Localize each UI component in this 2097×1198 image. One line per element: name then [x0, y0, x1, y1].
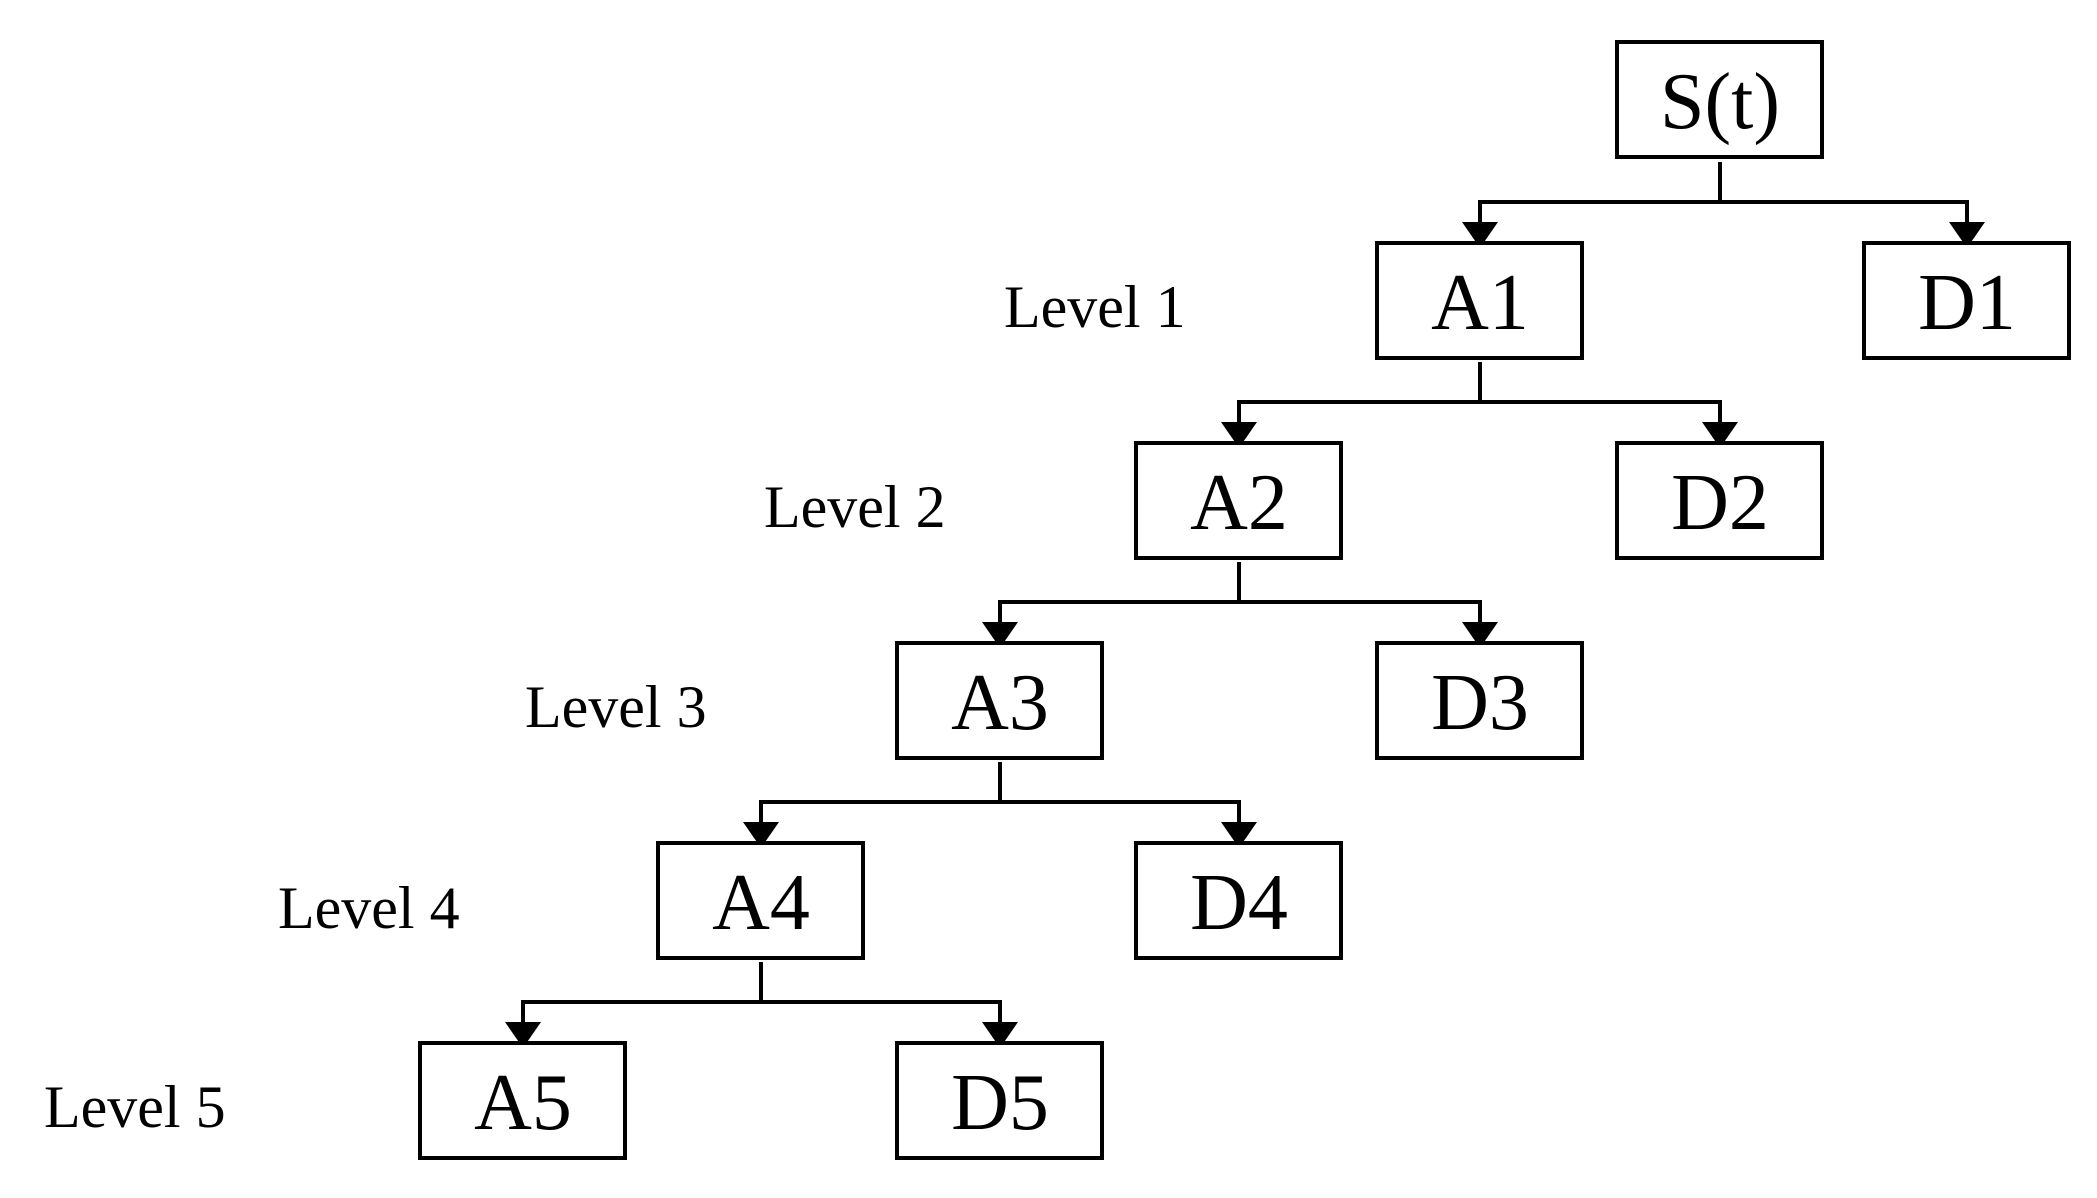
connector-a2	[998, 562, 1482, 632]
level-4: Level 4 A4 D4	[278, 841, 1343, 960]
level-2: Level 2 A2 D2	[764, 441, 1824, 560]
level-label: Level 4	[278, 875, 460, 941]
level-label: Level 5	[44, 1074, 226, 1140]
approx-label: A5	[474, 1059, 572, 1147]
level-label: Level 1	[1004, 274, 1186, 340]
level-1: Level 1 A1 D1	[1004, 241, 2071, 360]
arrowheads	[505, 222, 1985, 1048]
arrowhead-a4	[743, 822, 779, 848]
connector-a4	[521, 962, 1002, 1032]
arrowhead-a5	[505, 1022, 541, 1048]
arrowhead-a1	[1462, 222, 1498, 248]
arrowhead-d5	[982, 1022, 1018, 1048]
approx-label: A4	[712, 859, 810, 947]
approx-label: A3	[951, 659, 1049, 747]
detail-label: D5	[951, 1059, 1049, 1147]
detail-box	[1615, 441, 1824, 560]
arrowhead-d2	[1702, 422, 1738, 448]
root-label: S(t)	[1660, 58, 1780, 146]
arrowhead-d3	[1462, 622, 1498, 648]
arrowhead-d4	[1221, 822, 1257, 848]
detail-label: D1	[1918, 259, 2016, 347]
detail-box	[1862, 241, 2071, 360]
connector-a3	[759, 762, 1241, 832]
detail-label: D4	[1190, 859, 1288, 947]
approx-box	[418, 1041, 627, 1160]
detail-label: D2	[1671, 459, 1769, 547]
connector-root	[1478, 162, 1969, 232]
level-label: Level 3	[525, 674, 707, 740]
arrowhead-d1	[1949, 222, 1985, 248]
detail-box	[895, 1041, 1104, 1160]
detail-label: D3	[1431, 659, 1529, 747]
approx-label: A1	[1431, 259, 1529, 347]
level-label: Level 2	[764, 474, 946, 540]
detail-box	[1375, 641, 1584, 760]
root-node: S(t)	[1615, 40, 1824, 159]
approx-box	[895, 641, 1104, 760]
level-3: Level 3 A3 D3	[525, 641, 1584, 760]
approx-box	[1134, 441, 1343, 560]
approx-box	[656, 841, 865, 960]
arrowhead-a2	[1221, 422, 1257, 448]
connector-a1	[1237, 362, 1722, 432]
arrowhead-a3	[982, 622, 1018, 648]
approx-box	[1375, 241, 1584, 360]
approx-label: A2	[1190, 459, 1288, 547]
root-box	[1615, 40, 1824, 159]
detail-box	[1134, 841, 1343, 960]
level-5: Level 5 A5 D5	[44, 1041, 1104, 1160]
